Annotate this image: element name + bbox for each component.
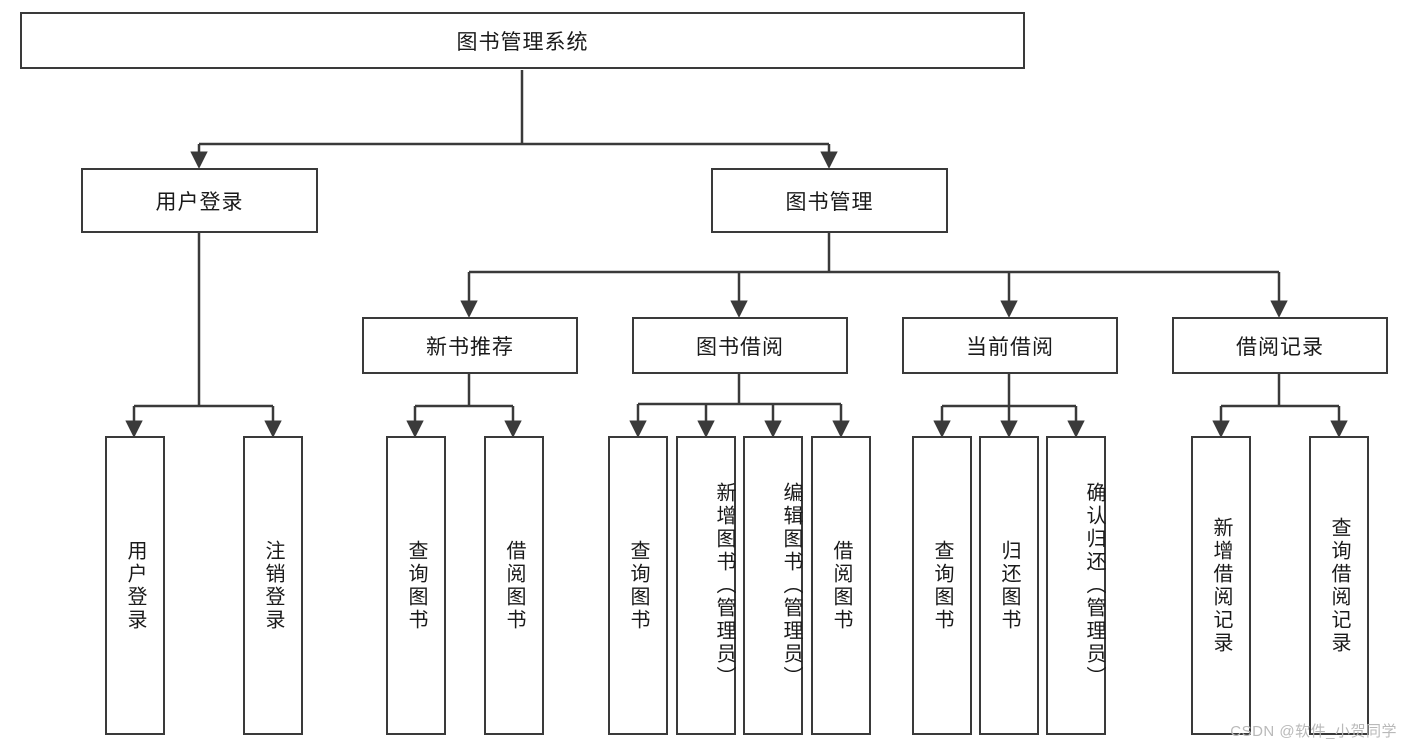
- leaf-borrow-book-newbook[interactable]: 借阅图书: [484, 436, 544, 735]
- node-book-borrow[interactable]: 图书借阅: [632, 317, 848, 374]
- leaf-borrow-book-borrow-label: 借阅图书: [830, 539, 852, 632]
- leaf-confirm-return-admin-label: 确认归还（管理员）: [1083, 482, 1105, 689]
- leaf-add-book-admin-label: 新增图书（管理员）: [713, 482, 735, 689]
- leaf-query-book-current[interactable]: 查询图书: [912, 436, 972, 735]
- node-new-book-recommend-label: 新书推荐: [426, 335, 514, 359]
- node-current-borrow[interactable]: 当前借阅: [902, 317, 1118, 374]
- leaf-user-login[interactable]: 用户登录: [105, 436, 165, 735]
- leaf-query-borrow-record-label: 查询借阅记录: [1328, 516, 1350, 655]
- leaf-edit-book-admin-label: 编辑图书（管理员）: [780, 482, 802, 689]
- leaf-return-book-label: 归还图书: [998, 539, 1020, 632]
- leaf-logout[interactable]: 注销登录: [243, 436, 303, 735]
- leaf-return-book[interactable]: 归还图书: [979, 436, 1039, 735]
- leaf-query-book-borrow-label: 查询图书: [627, 539, 649, 632]
- leaf-borrow-book-newbook-label: 借阅图书: [503, 539, 525, 632]
- node-borrow-record[interactable]: 借阅记录: [1172, 317, 1388, 374]
- leaf-add-borrow-record-label: 新增借阅记录: [1210, 516, 1232, 655]
- leaf-add-borrow-record[interactable]: 新增借阅记录: [1191, 436, 1251, 735]
- node-book-management-label: 图书管理: [785, 190, 874, 214]
- node-current-borrow-label: 当前借阅: [966, 335, 1054, 359]
- leaf-confirm-return-admin[interactable]: 确认归还（管理员）: [1046, 436, 1106, 735]
- node-root-label: 图书管理系统: [456, 30, 589, 54]
- leaf-edit-book-admin[interactable]: 编辑图书（管理员）: [743, 436, 803, 735]
- leaf-add-book-admin[interactable]: 新增图书（管理员）: [676, 436, 736, 735]
- node-root[interactable]: 图书管理系统: [20, 12, 1025, 69]
- node-book-management[interactable]: 图书管理: [711, 168, 948, 233]
- leaf-query-book-current-label: 查询图书: [931, 539, 953, 632]
- leaf-user-login-label: 用户登录: [124, 539, 146, 632]
- watermark-text: CSDN @软件_小贺同学: [1230, 723, 1397, 740]
- leaf-query-borrow-record[interactable]: 查询借阅记录: [1309, 436, 1369, 735]
- leaf-borrow-book-borrow[interactable]: 借阅图书: [811, 436, 871, 735]
- node-new-book-recommend[interactable]: 新书推荐: [362, 317, 578, 374]
- leaf-query-book-newbook-label: 查询图书: [405, 539, 427, 632]
- leaf-query-book-newbook[interactable]: 查询图书: [386, 436, 446, 735]
- leaf-query-book-borrow[interactable]: 查询图书: [608, 436, 668, 735]
- node-borrow-record-label: 借阅记录: [1236, 335, 1324, 359]
- node-book-borrow-label: 图书借阅: [696, 335, 784, 359]
- node-user-login[interactable]: 用户登录: [81, 168, 318, 233]
- node-user-login-label: 用户登录: [155, 190, 244, 214]
- leaf-logout-label: 注销登录: [262, 539, 284, 632]
